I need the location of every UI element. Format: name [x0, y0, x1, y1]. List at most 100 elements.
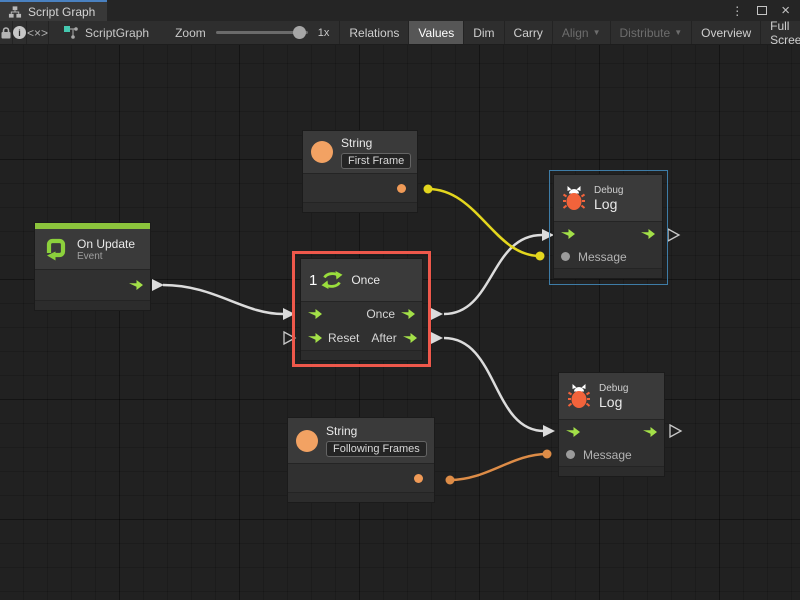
zoom-slider[interactable] — [215, 26, 308, 39]
close-icon[interactable]: × — [781, 2, 790, 19]
values-button[interactable]: Values — [408, 21, 464, 44]
graph-breadcrumb[interactable]: ScriptGraph — [49, 21, 159, 44]
dim-button[interactable]: Dim — [463, 21, 503, 44]
node-header: String Following Frames — [288, 418, 434, 464]
info-button[interactable]: i — [13, 21, 27, 44]
graph-name: ScriptGraph — [85, 25, 150, 40]
node-debug-log-top[interactable]: Debug Log Message — [553, 174, 663, 279]
script-graph-icon — [64, 25, 78, 39]
node-port-row: Message — [554, 245, 662, 268]
node-footer — [559, 466, 664, 476]
node-string-first-frame[interactable]: String First Frame — [302, 130, 418, 213]
node-title: String — [341, 135, 373, 150]
flow-input-port[interactable] — [308, 333, 322, 343]
node-subtitle: Event — [77, 250, 103, 262]
bug-icon — [562, 186, 586, 210]
once-count-badge: 1 — [309, 271, 318, 289]
overview-button[interactable]: Overview — [691, 21, 760, 44]
node-title: String — [326, 424, 358, 438]
distribute-dropdown[interactable]: Distribute ▼ — [609, 21, 692, 44]
value-input-port[interactable] — [566, 450, 575, 459]
lock-button[interactable] — [0, 21, 13, 44]
flow-output-port[interactable] — [643, 427, 657, 437]
string-value-field[interactable]: Following Frames — [326, 441, 427, 457]
chevron-down-icon: ▼ — [592, 28, 601, 37]
node-header: 1 Once — [301, 259, 422, 302]
flow-input-port[interactable] — [308, 309, 322, 319]
string-literal-icon — [311, 141, 333, 163]
zoom-value: 1x — [317, 26, 330, 39]
value-output-port[interactable] — [414, 473, 423, 483]
zoom-control: Zoom 1x — [159, 21, 339, 44]
relations-label: Relations — [349, 25, 400, 40]
port-label-reset: Reset — [328, 331, 360, 345]
cycle-arrows-icon — [321, 271, 343, 289]
node-debug-log-bottom[interactable]: Debug Log Message — [558, 372, 665, 477]
port-label-message: Message — [583, 447, 632, 462]
carry-button[interactable]: Carry — [503, 21, 552, 44]
node-header: Debug Log — [559, 373, 664, 420]
node-title: Once — [351, 273, 381, 287]
node-footer — [35, 300, 150, 310]
carry-label: Carry — [513, 25, 543, 40]
flow-input-port[interactable] — [561, 229, 575, 239]
node-port-row: Once — [301, 302, 422, 326]
value-input-port[interactable] — [561, 252, 570, 261]
node-title: Log — [599, 393, 623, 410]
port-label-once: Once — [366, 307, 395, 321]
node-port-row — [554, 222, 662, 245]
bug-icon — [567, 384, 591, 408]
zoom-slider-knob[interactable] — [292, 26, 306, 39]
flow-output-port[interactable] — [129, 280, 143, 290]
align-label: Align — [561, 25, 589, 40]
string-literal-icon — [296, 429, 318, 452]
flow-input-port[interactable] — [566, 427, 580, 437]
graph-tab-icon — [8, 5, 22, 18]
tab-script-graph[interactable]: Script Graph — [0, 0, 108, 21]
full-screen-button[interactable]: Full Screen — [760, 18, 800, 47]
window-controls: ⋮ × — [731, 0, 800, 21]
node-footer — [303, 202, 417, 212]
node-header: On Update Event — [35, 229, 150, 270]
info-icon: i — [13, 26, 26, 39]
maximize-icon[interactable] — [757, 6, 768, 15]
node-footer — [288, 492, 434, 502]
align-dropdown[interactable]: Align ▼ — [551, 21, 610, 44]
node-footer — [301, 350, 422, 360]
value-output-port[interactable] — [397, 183, 406, 193]
event-color-strip — [35, 223, 150, 229]
node-port-row — [288, 464, 434, 492]
lock-icon — [1, 26, 11, 38]
node-port-row — [559, 420, 664, 443]
node-on-update[interactable]: On Update Event — [34, 222, 151, 311]
relations-button[interactable]: Relations — [339, 21, 408, 44]
full-screen-label: Full Screen — [770, 18, 800, 47]
code-icon: <×> — [27, 25, 49, 40]
port-label-after: After — [371, 331, 397, 345]
toolbar-buttons: Relations Values Dim Carry Align ▼ Distr… — [339, 18, 800, 47]
chevron-down-icon: ▼ — [674, 28, 683, 37]
node-string-following-frames[interactable]: String Following Frames — [287, 417, 435, 503]
zoom-label: Zoom — [175, 25, 206, 40]
tab-bar: Script Graph ⋮ × — [0, 0, 800, 21]
node-port-row: Message — [559, 443, 664, 466]
menu-icon[interactable]: ⋮ — [731, 3, 744, 18]
values-label: Values — [418, 25, 455, 40]
node-port-row — [303, 174, 417, 202]
flow-output-port[interactable] — [403, 333, 417, 343]
node-category: Debug — [599, 382, 629, 394]
flow-output-port[interactable] — [401, 309, 415, 319]
node-category: Debug — [594, 184, 624, 196]
update-loop-icon — [46, 238, 66, 261]
port-label-message: Message — [578, 249, 627, 264]
flow-output-port[interactable] — [641, 229, 655, 239]
node-footer — [554, 268, 662, 278]
graph-toolbar: i <×> ScriptGraph Zoom 1x Relations — [0, 18, 800, 47]
overview-label: Overview — [701, 25, 752, 40]
string-value-field[interactable]: First Frame — [341, 152, 412, 169]
node-once[interactable]: 1 Once Once Reset After — [300, 258, 423, 361]
node-port-row — [35, 270, 150, 300]
node-port-row: Reset After — [301, 326, 422, 350]
edit-source-button[interactable]: <×> — [27, 21, 50, 44]
node-title: Log — [594, 195, 618, 212]
